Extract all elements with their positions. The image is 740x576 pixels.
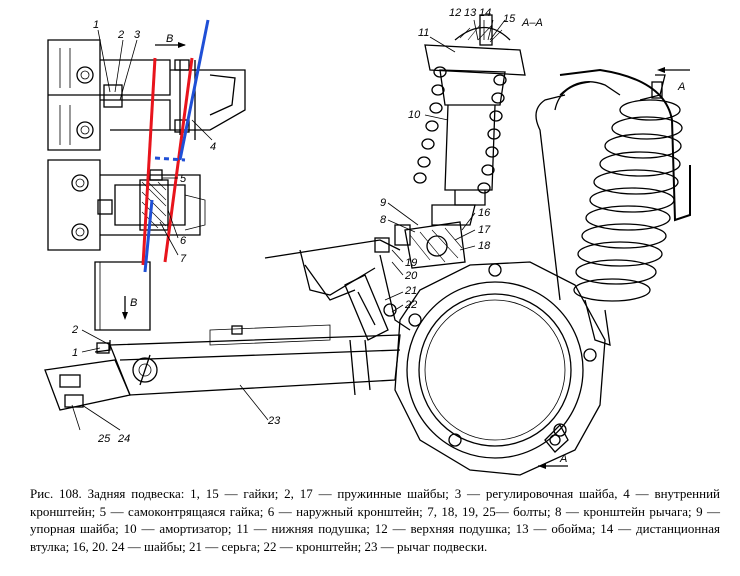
shock-spring bbox=[413, 66, 507, 194]
callout-2-arm: 2 bbox=[71, 324, 78, 336]
callout-1-arm: 1 bbox=[72, 347, 78, 359]
callout-20: 20 bbox=[404, 270, 418, 282]
callout-24: 24 bbox=[117, 433, 130, 445]
callout-3: 3 bbox=[134, 29, 141, 41]
view-label-b-top: B bbox=[166, 33, 173, 45]
callout-25: 25 bbox=[97, 433, 111, 445]
callout-8: 8 bbox=[380, 214, 387, 226]
callout-5: 5 bbox=[180, 173, 187, 185]
red-line-1 bbox=[141, 57, 157, 266]
suspension-arm bbox=[44, 324, 401, 411]
shock-absorber-section bbox=[394, 14, 526, 269]
blue-line-2 bbox=[143, 199, 154, 273]
bracket-view-b-top bbox=[47, 39, 246, 151]
view-label-a-top: A bbox=[677, 81, 685, 93]
blue-line-1 bbox=[178, 19, 210, 161]
red-line-2 bbox=[163, 57, 194, 263]
suspension-spring bbox=[535, 68, 691, 346]
callout-16: 16 bbox=[478, 207, 491, 219]
callout-14: 14 bbox=[479, 7, 491, 19]
callout-1: 1 bbox=[93, 19, 99, 31]
callout-labels: 1 2 3 4 5 6 7 8 9 10 11 12 13 14 15 16 1… bbox=[71, 7, 516, 445]
brake-backing-plate bbox=[394, 261, 606, 476]
leader-lines bbox=[71, 19, 506, 431]
view-label-a-bottom: A bbox=[559, 453, 567, 465]
callout-9: 9 bbox=[380, 197, 386, 209]
view-markers: B B A–A A A bbox=[122, 17, 690, 469]
colored-marker-lines bbox=[141, 19, 210, 273]
callout-6: 6 bbox=[180, 235, 187, 247]
callout-2: 2 bbox=[117, 29, 124, 41]
bracket-view-b-bottom bbox=[94, 261, 151, 331]
callout-18: 18 bbox=[478, 240, 491, 252]
callout-7: 7 bbox=[180, 253, 187, 265]
callout-11: 11 bbox=[418, 27, 429, 39]
view-label-b-bottom: B bbox=[130, 297, 137, 309]
section-label-a-a: A–A bbox=[521, 17, 543, 29]
callout-13: 13 bbox=[464, 7, 477, 19]
callout-17: 17 bbox=[478, 224, 491, 236]
callout-19: 19 bbox=[405, 257, 417, 269]
callout-4: 4 bbox=[210, 141, 216, 153]
figure-caption: Рис. 108. Задняя подвеска: 1, 15 — гайки… bbox=[30, 486, 720, 554]
callout-10: 10 bbox=[408, 109, 421, 121]
earring-and-bracket bbox=[264, 237, 411, 341]
callout-12: 12 bbox=[449, 7, 461, 19]
callout-15: 15 bbox=[503, 13, 516, 25]
callout-23: 23 bbox=[267, 415, 281, 427]
callout-21: 21 bbox=[404, 285, 417, 297]
callout-22: 22 bbox=[404, 299, 417, 311]
rear-suspension-figure: B B A–A A A bbox=[44, 7, 691, 476]
